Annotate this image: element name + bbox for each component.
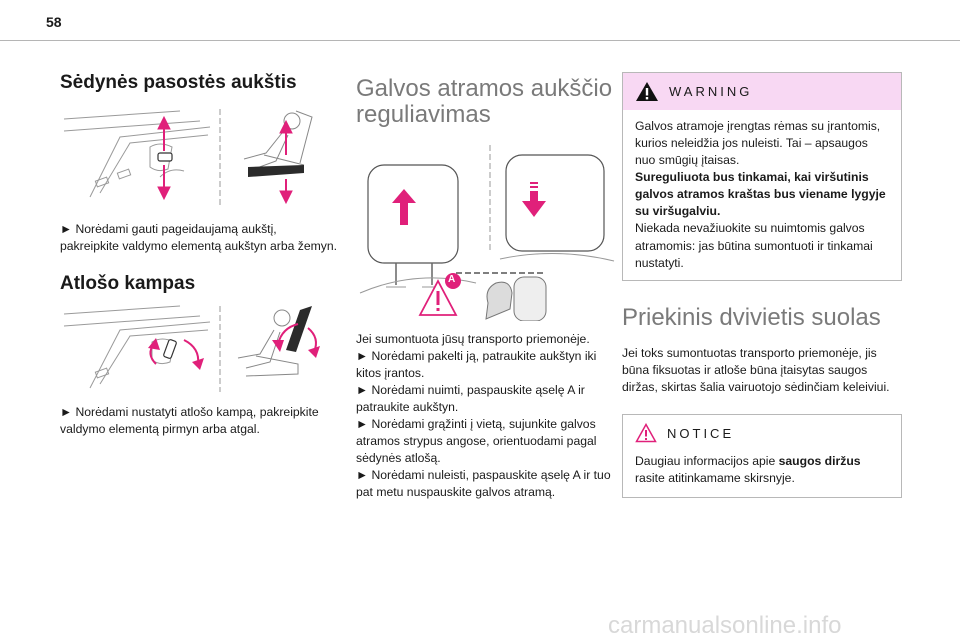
label-a: A [448, 273, 456, 285]
warning-title: WARNING [669, 84, 753, 99]
head-restraint-instructions: Jei sumontuota jūsų transporto priemonėj… [356, 331, 618, 502]
para-backrest-angle: ► Norėdami nustatyti atlošo kampą, pakre… [60, 404, 319, 436]
heading-front-bench: Priekinis dvivietis suolas [622, 303, 881, 331]
heading-backrest-angle: Atlošo kampas [60, 272, 196, 294]
notice-body: Daugiau informacijos apie saugos diržus … [623, 451, 901, 497]
para-seat-height: ► Norėdami gauti pageidaujamą aukštį, pa… [60, 221, 338, 253]
notice-icon [635, 423, 657, 443]
warning-text-1: Galvos atramoje įrengtas rėmas su įranto… [635, 119, 881, 168]
heading-seat-height: Sėdynės pasostės aukštis [60, 72, 297, 93]
header-divider [0, 40, 960, 41]
warning-box: WARNING Galvos atramoje įrengtas rėmas s… [622, 72, 902, 281]
head-restraint-drawing [359, 144, 615, 322]
warning-body: Galvos atramoje įrengtas rėmas su įranto… [623, 110, 901, 280]
watermark: carmanualsonline.info [608, 612, 842, 639]
warning-icon [636, 82, 658, 101]
column-seat-adjustment: Sėdynės pasostės aukštis ► Norėdami gaut… [60, 72, 338, 438]
backrest-angle-illustration [63, 305, 320, 392]
heading-head-restraint: Galvos atramos aukščio reguliavimas [356, 75, 613, 129]
notice-text-bold: saugos diržus [778, 454, 861, 469]
notice-title: NOTICE [667, 425, 735, 441]
notice-box: NOTICE Daugiau informacijos apie saugos … [622, 414, 902, 499]
head-restraint-line-3: ► Norėdami grąžinti į vietą, sujunkite g… [356, 417, 597, 466]
seat-height-illustration [63, 108, 313, 205]
notice-header: NOTICE [623, 415, 901, 451]
notice-text-post: rasite atitinkamame skirsnyje. [635, 471, 795, 486]
page-number: 58 [46, 14, 62, 30]
label-a-marker [445, 272, 461, 289]
column-warning-bench: WARNING Galvos atramoje įrengtas rėmas s… [622, 72, 902, 499]
para-front-bench: Jei toks sumontuotas transporto priemonė… [622, 346, 890, 395]
head-restraint-line-4: ► Norėdami nuleisti, paspauskite ąselę A… [356, 468, 611, 500]
notice-text-pre: Daugiau informacijos apie [635, 454, 779, 469]
warning-text-3: Niekada nevažiuokite su nuimtomis galvos… [635, 221, 873, 270]
head-restraint-line-2: ► Norėdami nuimti, paspauskite ąselę A i… [356, 383, 585, 415]
head-restraint-line-1: ► Norėdami pakelti ją, patraukite aukšty… [356, 348, 597, 380]
warning-header: WARNING [623, 73, 901, 110]
head-restraint-line-0: Jei sumontuota jūsų transporto priemonėj… [356, 331, 590, 346]
column-head-restraint: Galvos atramos aukščio reguliavimas [356, 72, 618, 502]
head-restraint-illustration: A [356, 143, 618, 322]
warning-text-2: Sureguliuota bus tinkamai, kai viršutini… [635, 170, 886, 219]
